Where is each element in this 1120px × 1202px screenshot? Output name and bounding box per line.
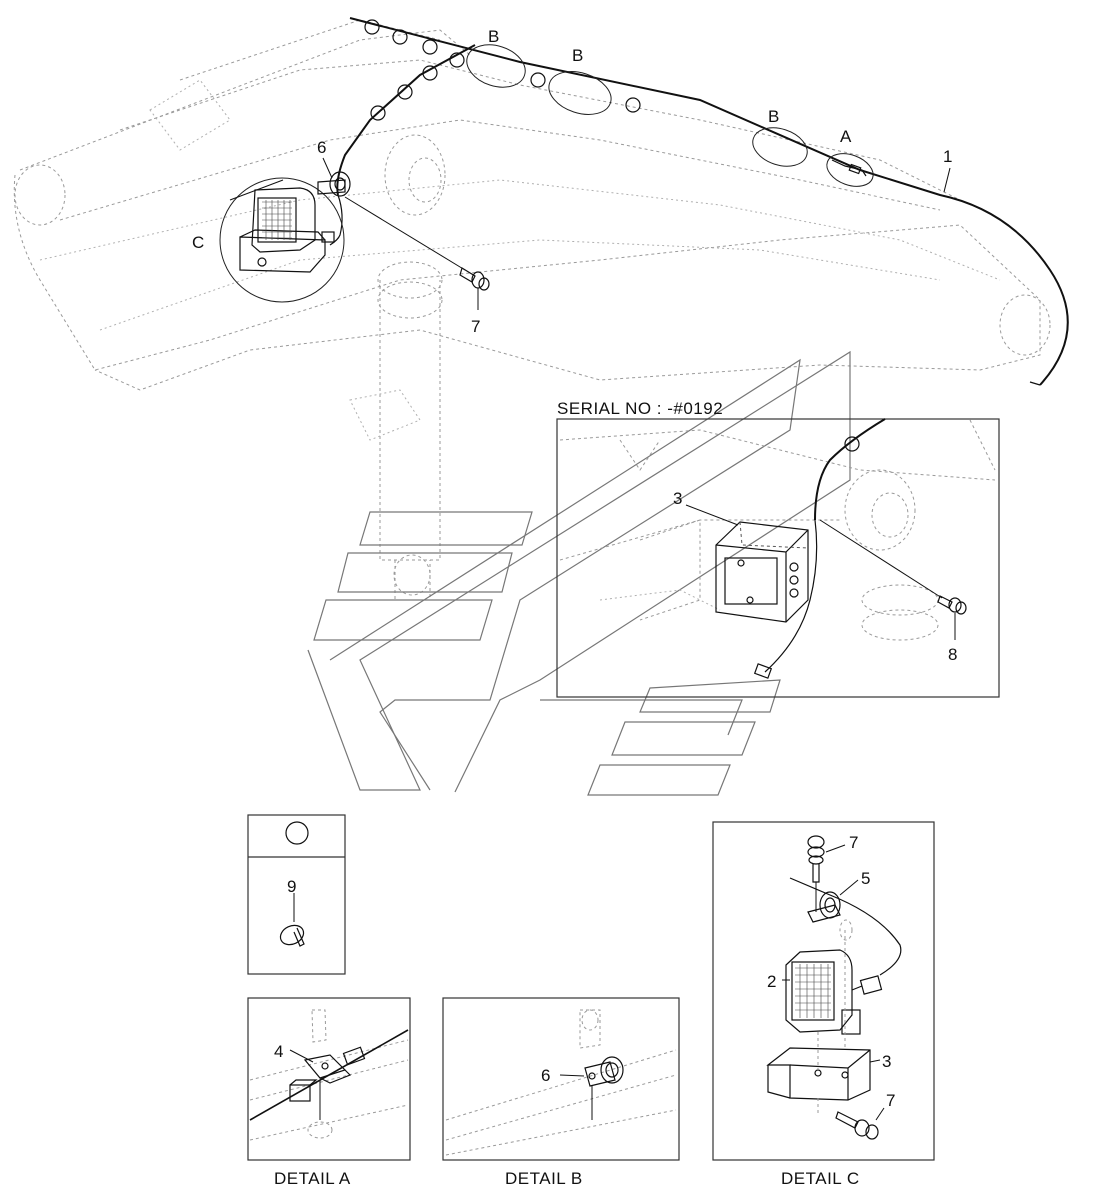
part-number-2: 2 — [767, 972, 776, 991]
detail-c-callout — [219, 177, 345, 303]
part-number-1: 1 — [943, 147, 952, 166]
part-number-7: 7 — [849, 833, 858, 852]
part-number-5: 5 — [861, 869, 870, 888]
callout-label-b: B — [488, 27, 499, 46]
part-number-8: 8 — [948, 645, 957, 664]
boom-ghost-outline — [13, 19, 1051, 601]
detail-a-panel — [247, 997, 411, 1161]
clamp-part-6 — [317, 171, 351, 197]
part-number-3: 3 — [673, 489, 682, 508]
part-number-6: 6 — [317, 138, 326, 157]
serial-number-note: SERIAL NO : -#0192 — [557, 399, 723, 418]
serial-inset-panel — [556, 418, 1000, 698]
part-number-7: 7 — [471, 317, 480, 336]
callout-label-a: A — [840, 127, 852, 146]
callout-label-c: C — [192, 233, 204, 252]
main-harness-wire — [329, 17, 1069, 386]
part-number-3: 3 — [882, 1052, 891, 1071]
watermark-graphic — [307, 350, 851, 796]
part-number-6: 6 — [541, 1066, 550, 1085]
detail-b-caption: DETAIL B — [505, 1169, 583, 1188]
detail-callout-ellipses — [466, 44, 874, 187]
callout-label-b: B — [768, 107, 779, 126]
clamp-markers — [364, 19, 641, 121]
part-9-panel — [247, 814, 346, 975]
part-number-9: 9 — [287, 877, 296, 896]
detail-b-panel — [442, 997, 680, 1161]
callout-label-b: B — [572, 46, 583, 65]
detail-c-panel — [712, 821, 935, 1161]
detail-c-caption: DETAIL C — [781, 1169, 860, 1188]
part-number-7: 7 — [886, 1091, 895, 1110]
bolt-part-7 — [344, 196, 490, 310]
detail-a-caption: DETAIL A — [274, 1169, 351, 1188]
part-number-4: 4 — [274, 1042, 283, 1061]
